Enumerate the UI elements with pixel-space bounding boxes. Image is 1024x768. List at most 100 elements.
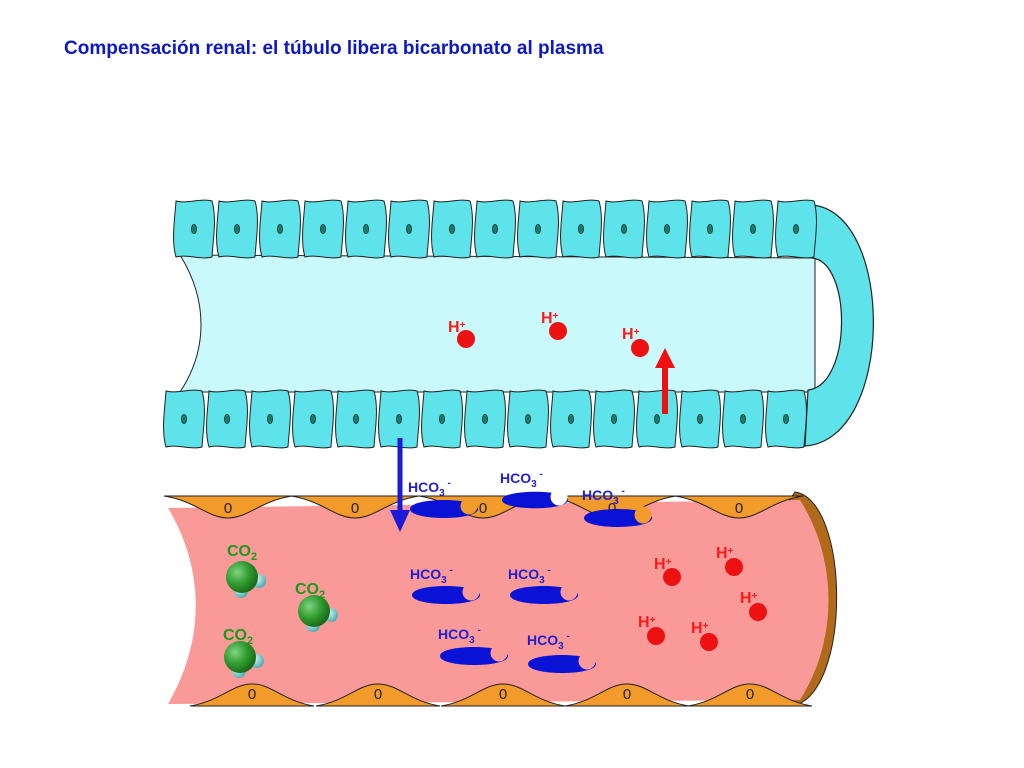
cell-nucleus: [180, 413, 187, 424]
tubule-epithelial-cell: [259, 199, 301, 259]
tubule-epithelial-cell: [474, 199, 516, 259]
tubule-epithelial-cell: [507, 389, 549, 449]
tubule-epithelial-cell: [722, 389, 764, 449]
tubule-epithelial-cell: [388, 199, 430, 259]
tubule-epithelial-cell: [765, 389, 807, 449]
cell-nucleus: [578, 223, 585, 234]
bicarbonate-release-arrow: [390, 438, 410, 532]
cell-nucleus: [266, 413, 273, 424]
cell-nucleus: [621, 223, 628, 234]
h-ion-label: H+: [654, 556, 672, 573]
h-ion-label: H+: [622, 326, 640, 343]
bicarbonate-label: HCO3 -: [500, 469, 543, 490]
h-ions: H+H+H+H+H+H+H+H+: [448, 310, 767, 651]
h-ion-label: H+: [691, 620, 709, 637]
h-ion-label: H+: [716, 545, 734, 562]
cell-nucleus: [448, 223, 455, 234]
tubule-epithelial-cell: [603, 199, 645, 259]
tubule-epithelial-cell: [302, 199, 344, 259]
cell-nucleus: [233, 223, 240, 234]
tubule-epithelial-cell: [646, 199, 688, 259]
cell-nucleus: [405, 223, 412, 234]
h-ion: H+: [691, 620, 718, 651]
tubule-epithelial-cell: [216, 199, 258, 259]
tubule-epithelial-cell: [163, 389, 205, 449]
tubule-epithelial-cell: [550, 389, 592, 449]
tubule-epithelial-cell: [292, 389, 334, 449]
cell-nucleus: [190, 223, 197, 234]
tubule-epithelial-cell: [464, 389, 506, 449]
tubule-epithelial-cell: [421, 389, 463, 449]
cell-nucleus: 0: [735, 500, 743, 517]
h-ion: H+: [638, 614, 665, 645]
h-ion-label: H+: [638, 614, 656, 631]
cell-nucleus: 0: [374, 686, 382, 703]
tubule-top-cell-row: [173, 199, 817, 259]
h-ion: H+: [448, 319, 475, 348]
co2-molecule: CO2: [223, 627, 264, 678]
cell-nucleus: [491, 223, 498, 234]
tubule-epithelial-cell: [249, 389, 291, 449]
cell-nucleus: 0: [623, 686, 631, 703]
tubule-epithelial-cell: [378, 389, 420, 449]
bicarbonate-ion: HCO3 -: [438, 625, 508, 665]
bicarbonate-ion: HCO3 -: [500, 469, 568, 509]
cell-nucleus: [783, 413, 790, 424]
h-ion: H+: [716, 545, 743, 576]
cell-nucleus: [319, 223, 326, 234]
cell-nucleus: [611, 413, 618, 424]
bicarbonate-ions: HCO3 -HCO3 -HCO3 -HCO3 -HCO3 -HCO3 -HCO3…: [408, 469, 652, 673]
tubule-epithelial-cell: [679, 389, 721, 449]
cell-nucleus: [352, 413, 359, 424]
h-ion-label: H+: [448, 319, 466, 336]
tubule-epithelial-cell: [173, 199, 215, 259]
tubule-epithelial-cell: [732, 199, 774, 259]
endothelial-cell: 0: [564, 683, 690, 707]
endothelial-cell: 0: [189, 683, 315, 707]
co2-label: CO2: [295, 581, 325, 601]
cell-nucleus: [740, 413, 747, 424]
cell-nucleus: [362, 223, 369, 234]
tubule-epithelial-cell: [636, 389, 678, 449]
cell-nucleus: [438, 413, 445, 424]
cell-nucleus: 0: [224, 500, 232, 517]
cell-nucleus: [568, 413, 575, 424]
plasma: [168, 500, 829, 704]
h-secretion-arrow: [655, 348, 675, 414]
bicarbonate-label: HCO3 -: [438, 625, 481, 646]
endothelial-cell: 0: [315, 683, 441, 707]
endothelial-cell: 0: [674, 495, 804, 519]
tubule-epithelial-cell: [431, 199, 473, 259]
endothelial-cell: 0: [440, 683, 566, 707]
cell-nucleus: 0: [608, 500, 616, 517]
cell-nucleus: [793, 223, 800, 234]
h-ion: H+: [740, 590, 767, 621]
cell-nucleus: [654, 413, 661, 424]
h-ion-label: H+: [740, 590, 758, 607]
co2-label: CO2: [223, 627, 253, 647]
cell-nucleus: [481, 413, 488, 424]
cell-nucleus: 0: [499, 686, 507, 703]
tubule-epithelial-cell: [689, 199, 731, 259]
h-ion: H+: [654, 556, 681, 586]
tubule-epithelial-cell: [593, 389, 635, 449]
renal-tubule: [163, 199, 874, 449]
bicarbonate-label: HCO3 -: [527, 631, 570, 652]
cell-nucleus: [525, 413, 532, 424]
cell-nucleus: [276, 223, 283, 234]
cell-nucleus: [697, 413, 704, 424]
cell-nucleus: [535, 223, 542, 234]
cell-nucleus: 0: [248, 686, 256, 703]
cell-nucleus: 0: [479, 500, 487, 517]
bicarbonate-ion: HCO3 -: [410, 565, 480, 604]
endothelial-cell: 0: [163, 495, 293, 519]
tubule-epithelial-cell: [517, 199, 559, 259]
cell-nucleus: [395, 413, 402, 424]
tubule-epithelial-cell: [560, 199, 602, 259]
bicarbonate-label: HCO3 -: [508, 565, 551, 586]
bicarbonate-label: HCO3 -: [582, 486, 625, 507]
cell-nucleus: [664, 223, 671, 234]
